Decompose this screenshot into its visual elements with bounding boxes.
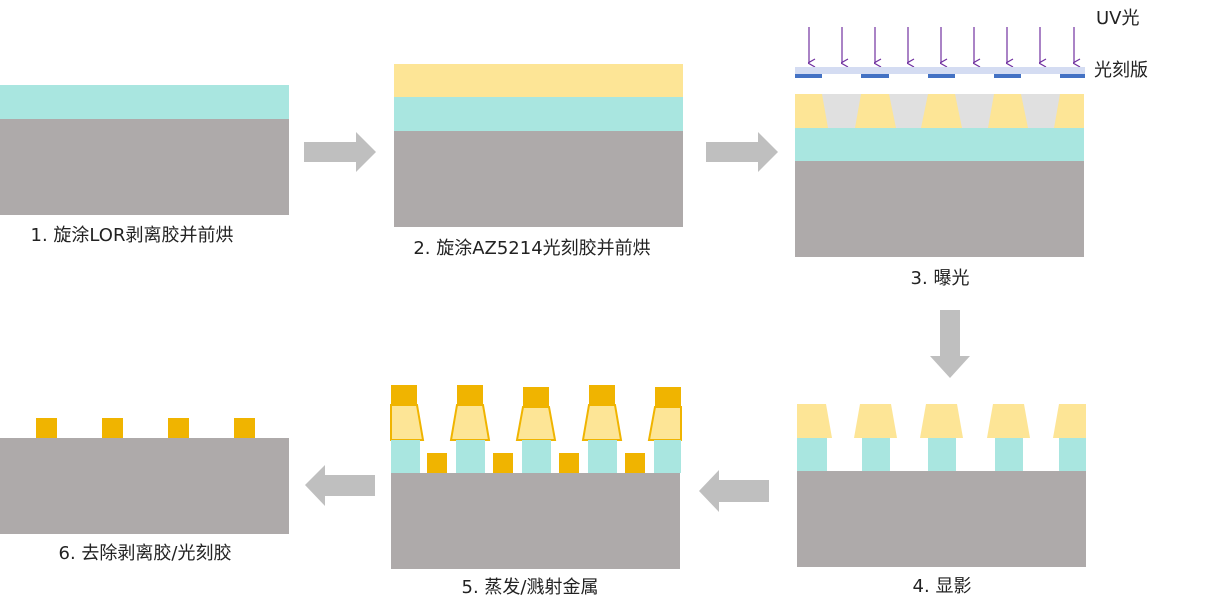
step-3-lor-layer (795, 128, 1084, 161)
resist-pillar (797, 404, 832, 438)
step-1-lor-layer (0, 85, 289, 119)
mask-chrome (928, 74, 955, 78)
photomask (795, 67, 1085, 78)
metal-on-substrate (625, 453, 645, 473)
exposed-region (822, 94, 861, 128)
metal-pattern (36, 418, 57, 438)
metal-on-substrate (493, 453, 513, 473)
lor-pillar (928, 438, 956, 471)
resist-pillar (854, 404, 897, 438)
step-6-substrate (0, 438, 289, 534)
mask-chrome (1060, 74, 1085, 78)
step-1-stack (0, 85, 289, 215)
metal-on-resist (391, 385, 417, 405)
lor-pillar (995, 438, 1023, 471)
lor-pillar (862, 438, 890, 471)
resist-pillar (987, 404, 1030, 438)
step-5-stack (390, 385, 682, 569)
resist-pillar (1053, 404, 1086, 438)
metal-on-substrate (427, 453, 447, 473)
step-5-caption: 5. 蒸发/溅射金属 (461, 577, 599, 598)
mask-chrome (861, 74, 889, 78)
down-arrow-icon (930, 310, 970, 378)
metal-on-resist (655, 387, 681, 407)
lor-pillar (797, 438, 827, 471)
metal-pattern (102, 418, 123, 438)
uv-label: UV光 (1096, 8, 1140, 29)
lor-pillar (654, 440, 681, 473)
right-arrow-icon (304, 132, 376, 172)
resist-pillar (390, 404, 425, 441)
metal-pattern (234, 418, 255, 438)
exposed-region (889, 94, 928, 128)
lor-pillar (456, 440, 485, 473)
resist-pillar (920, 404, 963, 438)
resist-pillar (449, 404, 491, 441)
step-5-substrate (391, 473, 680, 569)
metal-on-substrate (559, 453, 579, 473)
mask-chrome (795, 74, 822, 78)
step-4-substrate (797, 471, 1086, 567)
resist-pillar (647, 406, 682, 441)
step-2-photoresist-layer (394, 64, 683, 97)
flow-arrows (304, 132, 970, 512)
step-2-substrate (394, 131, 683, 227)
metal-pattern (168, 418, 189, 438)
lor-pillar (588, 440, 617, 473)
exposed-region (955, 94, 994, 128)
step-6-caption: 6. 去除剥离胶/光刻胶 (58, 543, 232, 564)
step-2-caption: 2. 旋涂AZ5214光刻胶并前烘 (413, 238, 651, 259)
step-1-substrate (0, 119, 289, 215)
lor-pillar (1059, 438, 1086, 471)
metal-on-resist (589, 385, 615, 405)
step-3-stack (795, 94, 1084, 257)
step-3-caption: 3. 曝光 (910, 268, 970, 289)
uv-arrows (809, 27, 1074, 63)
mask-plate (795, 67, 1085, 74)
lor-pillar (522, 440, 551, 473)
resist-pillar (515, 406, 557, 441)
metal-on-resist (523, 387, 549, 407)
step-2-stack (394, 64, 683, 227)
step-6-stack (0, 418, 289, 534)
resist-pillar (581, 404, 623, 441)
step-1-caption: 1. 旋涂LOR剥离胶并前烘 (30, 225, 234, 246)
step-2-lor-layer (394, 97, 683, 131)
mask-chrome (994, 74, 1021, 78)
right-arrow-icon (706, 132, 778, 172)
step-3-substrate (795, 161, 1084, 257)
left-arrow-icon (699, 470, 769, 512)
metal-on-resist (457, 385, 483, 405)
left-arrow-icon (305, 465, 375, 506)
step-4-caption: 4. 显影 (912, 576, 972, 597)
lor-pillar (391, 440, 420, 473)
step-4-stack (797, 404, 1086, 567)
mask-label: 光刻版 (1094, 60, 1148, 81)
exposed-region (1021, 94, 1060, 128)
